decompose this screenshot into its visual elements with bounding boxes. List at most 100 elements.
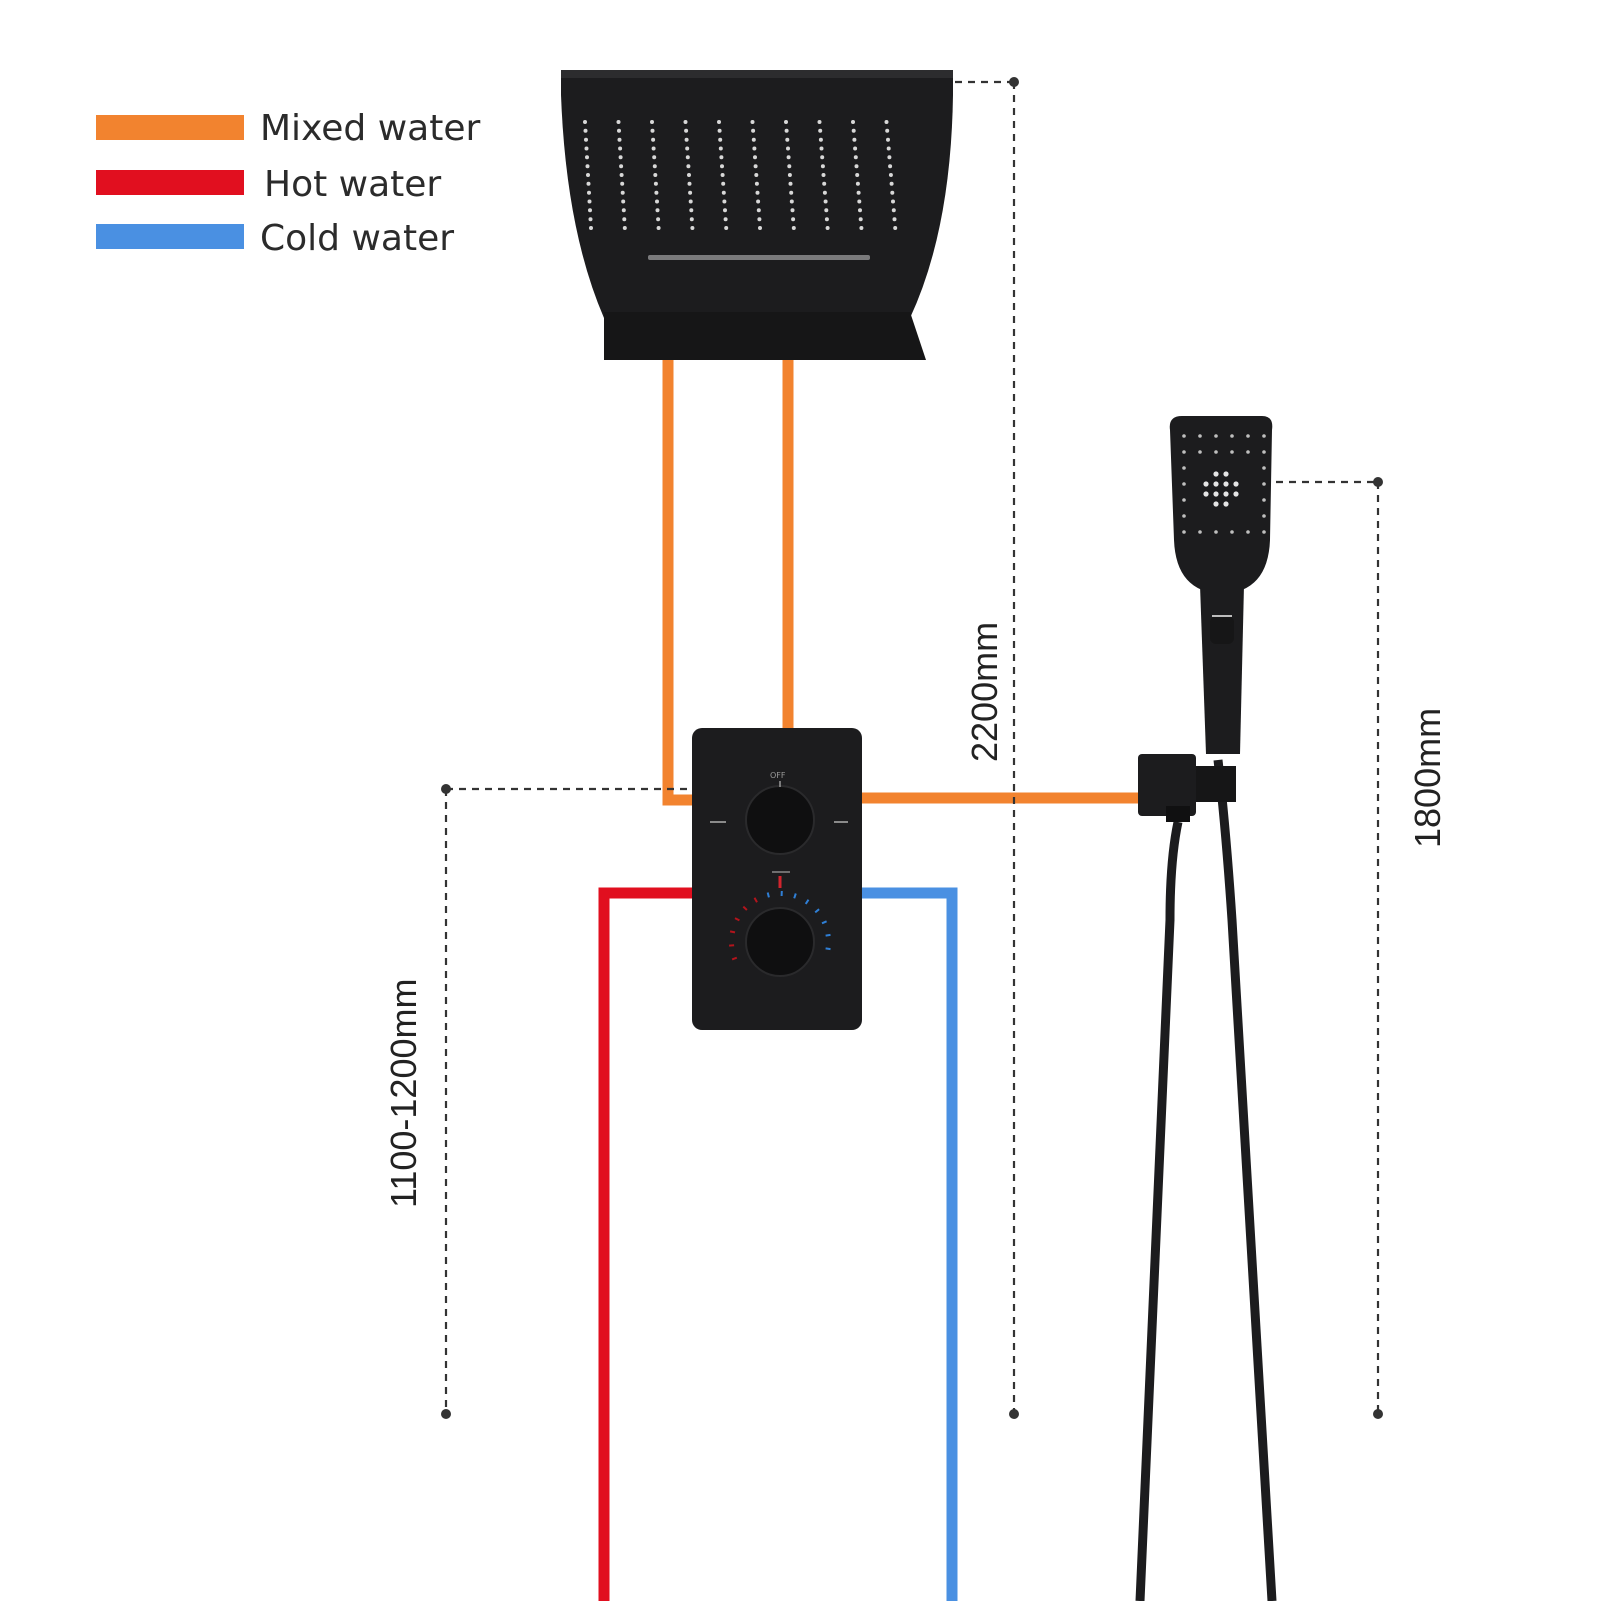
temperature-scale-tick (753, 897, 758, 903)
nozzle-dot (852, 137, 857, 142)
nozzle-dot (585, 164, 590, 169)
temperature-scale-tick (825, 947, 831, 951)
handshower-nozzle-dot (1214, 530, 1218, 534)
nozzle-dot (821, 173, 826, 177)
nozzle-dot (891, 208, 896, 213)
nozzle-dot (689, 208, 694, 213)
nozzle-dot (818, 137, 823, 142)
nozzle-dot (786, 146, 790, 151)
nozzle-dot (656, 226, 661, 230)
pipes (598, 356, 1142, 1601)
nozzle-dot (685, 146, 690, 151)
handshower-nozzle-dot (1214, 434, 1218, 438)
handshower-nozzle-dot (1233, 491, 1239, 497)
nozzle-dot (889, 181, 894, 186)
nozzle-dot (586, 173, 590, 177)
nozzle-dot (620, 190, 625, 195)
dimension-endpoints (441, 77, 1383, 1419)
outlet-wall-plate (1138, 754, 1196, 816)
nozzle-dot (791, 226, 796, 230)
nozzle-dot (822, 190, 827, 195)
nozzle-dot (650, 120, 654, 124)
nozzle-dot (584, 137, 588, 142)
legend-item-cold: Cold water (96, 218, 454, 259)
nozzle-dot (720, 173, 725, 177)
temperature-knob-body (746, 908, 814, 976)
handshower-nozzles (1182, 434, 1266, 534)
nozzle-dot (654, 190, 659, 195)
nozzle-dot (785, 137, 790, 142)
temperature-scale-tick (804, 899, 810, 905)
nozzle-dot (587, 190, 591, 195)
temperature-scale-tick (821, 920, 827, 925)
handshower-nozzle-dot (1262, 514, 1266, 518)
nozzle-dot (686, 164, 691, 169)
handshower-nozzle-dot (1262, 434, 1266, 438)
outlet-holder (1196, 766, 1236, 802)
nozzle-dot (620, 181, 625, 186)
dim-valve-top-dot (441, 784, 451, 794)
dim-valve-bottom-dot (441, 1409, 451, 1419)
nozzle-dot (619, 164, 624, 169)
handshower-nozzle-dot (1213, 501, 1219, 507)
nozzle-dot (684, 137, 689, 142)
nozzle-dot (589, 226, 593, 230)
waterfall-slot (648, 255, 870, 260)
nozzle-dot (786, 155, 791, 160)
nozzle-dot (784, 128, 789, 133)
nozzle-dot (758, 226, 762, 230)
handshower-nozzle-dot (1214, 450, 1218, 454)
nozzle-dot (585, 155, 589, 160)
handshower-button (1210, 616, 1234, 644)
nozzle-dot (653, 181, 658, 186)
handshower-nozzle-dot (1223, 501, 1229, 507)
nozzle-dot (751, 128, 756, 133)
nozzle-dot (789, 190, 794, 195)
nozzle-dot (618, 146, 623, 151)
nozzle-dot (892, 217, 897, 222)
dim-1800-bottom-dot (1373, 1409, 1383, 1419)
temperature-scale-tick (766, 892, 770, 898)
legend-swatch-cold (96, 224, 244, 249)
nozzle-dot (851, 128, 856, 133)
nozzle-dot (824, 217, 829, 222)
nozzle-dot (718, 146, 723, 151)
nozzle-dot (621, 208, 626, 213)
nozzle-dot (851, 120, 855, 124)
nozzle-dot (683, 120, 688, 124)
nozzle-dot (652, 155, 657, 160)
dimension-lines (444, 80, 1380, 1414)
nozzle-dot (787, 164, 792, 169)
shower-hose-right (1213, 759, 1277, 1601)
handshower-nozzle-dot (1246, 450, 1250, 454)
nozzle-dot (651, 146, 656, 151)
nozzle-dot (893, 226, 898, 230)
nozzle-dot (719, 155, 724, 160)
temperature-scale-tick (742, 905, 748, 911)
nozzle-dot (718, 137, 723, 142)
nozzle-dot (857, 199, 862, 204)
temperature-scale-tick (825, 933, 831, 937)
nozzle-dot (651, 137, 656, 142)
nozzle-dot (888, 173, 893, 177)
dim-2200-top-dot (1009, 77, 1019, 87)
nozzle-dot (820, 155, 825, 160)
nozzle-dot (858, 208, 862, 213)
nozzle-dot (588, 208, 592, 213)
nozzle-dot (723, 217, 728, 222)
legend-item-hot: Hot water (96, 164, 441, 205)
nozzle-dot (825, 226, 830, 230)
legend: Mixed water Hot water Cold water (96, 108, 480, 259)
handshower-nozzle-dot (1246, 530, 1250, 534)
handshower-nozzle-dot (1198, 434, 1202, 438)
nozzle-dot (588, 217, 593, 222)
nozzle-dot (621, 199, 626, 204)
handshower-nozzle-dot (1213, 481, 1219, 487)
nozzle-dot (886, 137, 890, 142)
legend-label-mixed: Mixed water (260, 108, 480, 149)
temperature-scale (729, 890, 831, 961)
nozzle-dot (690, 226, 695, 230)
nozzle-dot (688, 190, 693, 195)
nozzle-dot (858, 217, 863, 222)
nozzle-dot (583, 128, 588, 133)
